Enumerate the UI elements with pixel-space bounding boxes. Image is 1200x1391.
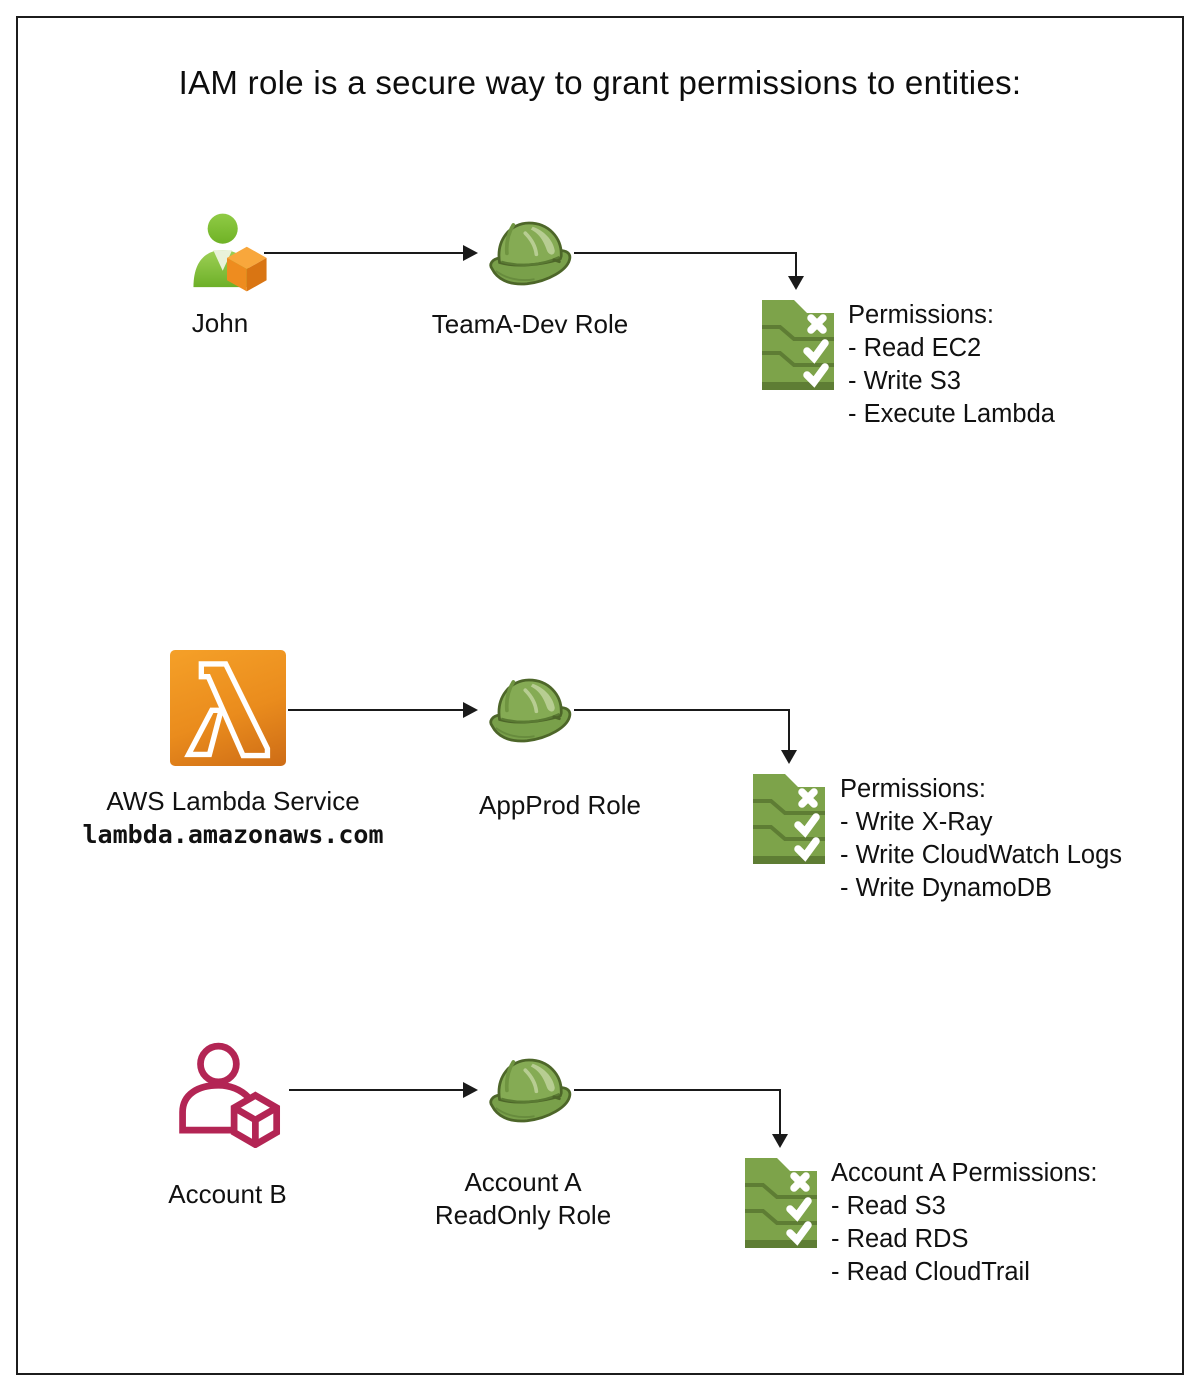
arrow-line (264, 252, 464, 254)
permission-item: - Write DynamoDB (840, 874, 1053, 902)
permission-item: - Read RDS (831, 1225, 969, 1253)
role-label-line: AppProd Role (479, 790, 641, 820)
policy-document-icon (744, 1149, 818, 1249)
permissions-title: Account A Permissions: (831, 1159, 1098, 1187)
permissions-list: Permissions: - Read EC2 - Write S3 - Exe… (848, 299, 1055, 431)
elbow-arrow-line (574, 709, 790, 711)
check-mark-icon (803, 339, 829, 364)
arrow-line (289, 1089, 464, 1091)
role-label-line: ReadOnly Role (434, 1200, 612, 1230)
check-mark-icon (803, 363, 829, 388)
x-mark-icon (807, 314, 827, 334)
cube-outline-icon (232, 1104, 279, 1145)
hard-hat-icon (483, 667, 575, 763)
arrow-head-icon (772, 1134, 788, 1148)
role-label: Account A ReadOnly Role (393, 1166, 653, 1232)
arrow-head-icon (463, 1082, 478, 1098)
elbow-arrow-line (788, 709, 790, 751)
cube-icon (227, 246, 267, 292)
elbow-arrow-line (795, 252, 797, 277)
permission-item: - Read S3 (831, 1192, 946, 1220)
permission-item: - Write X-Ray (840, 808, 993, 836)
entity-label-lambda: AWS Lambda Service (106, 786, 360, 816)
permission-item: - Execute Lambda (848, 400, 1055, 428)
diagram-title: IAM role is a secure way to grant permis… (178, 64, 1022, 101)
check-mark-icon (786, 1197, 812, 1222)
permissions-list: Account A Permissions: - Read S3 - Read … (831, 1157, 1097, 1289)
entity-label-account-b: Account B (168, 1179, 287, 1209)
elbow-arrow-line (574, 252, 797, 254)
permissions-title: Permissions: (848, 301, 994, 329)
aws-lambda-icon (170, 650, 286, 766)
lambda-glyph-leg (184, 707, 225, 758)
permission-item: - Write S3 (848, 367, 961, 395)
policy-document-icon (761, 291, 835, 391)
lambda-glyph (198, 661, 271, 759)
x-mark-icon (790, 1172, 810, 1192)
elbow-arrow-line (574, 1089, 781, 1091)
arrow-head-icon (788, 276, 804, 290)
role-label: TeamA-Dev Role (400, 308, 660, 341)
hard-hat-icon (483, 210, 575, 306)
x-mark-icon (798, 788, 818, 808)
outer-border (16, 16, 1184, 1375)
entity-label-john: John (191, 308, 249, 338)
role-label-line: TeamA-Dev Role (431, 309, 629, 339)
check-mark-icon (794, 837, 820, 862)
policy-document-icon (752, 765, 826, 865)
arrow-head-icon (463, 245, 478, 261)
check-mark-icon (786, 1221, 812, 1246)
external-account-cube-icon (172, 1036, 285, 1148)
permission-item: - Read CloudTrail (831, 1258, 1030, 1286)
check-mark-icon (794, 813, 820, 838)
permission-item: - Read EC2 (848, 334, 982, 362)
elbow-arrow-line (779, 1089, 781, 1135)
permissions-list: Permissions: - Write X-Ray - Write Cloud… (840, 773, 1122, 905)
role-label-line: Account A (464, 1167, 582, 1197)
arrow-head-icon (781, 750, 797, 764)
permission-item: - Write CloudWatch Logs (840, 841, 1123, 869)
user-with-cube-icon (184, 203, 270, 299)
permissions-title: Permissions: (840, 775, 986, 803)
arrow-head-icon (463, 702, 478, 718)
hard-hat-icon (483, 1047, 575, 1143)
entity-sub-label: lambda.amazonaws.com (82, 820, 384, 849)
arrow-line (288, 709, 464, 711)
role-label: AppProd Role (430, 789, 690, 822)
